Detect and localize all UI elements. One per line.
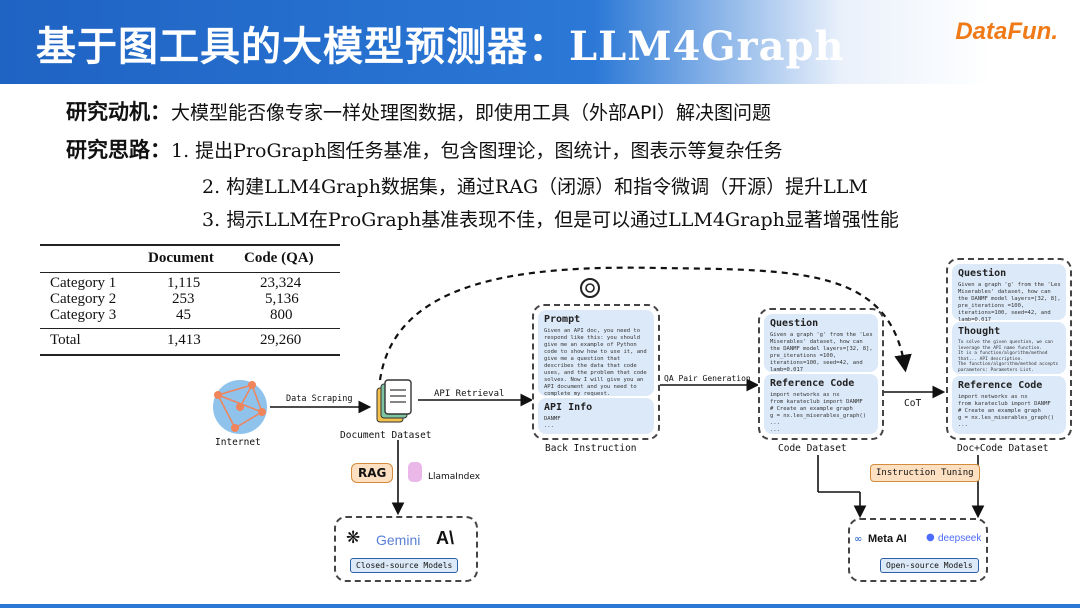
anthropic-logo: A\	[436, 528, 454, 548]
api-info-title: API Info	[544, 402, 593, 413]
closed-models-box: ❋ Gemini A\ Closed-source Models	[334, 516, 478, 582]
back-instruction-box: Prompt Given an API doc, you need to res…	[532, 304, 660, 440]
openai-icon	[580, 278, 600, 298]
data-scraping-label: Data Scraping	[286, 394, 353, 404]
deepseek-logo: deepseek	[938, 533, 982, 544]
llamaindex-label: LlamaIndex	[428, 472, 481, 482]
internet-label: Internet	[215, 437, 261, 448]
internet-globe-icon	[213, 380, 267, 434]
approach-row: 研究思路：1. 提出ProGraph图任务基准，包含图理论，图统计，图表示等复杂…	[66, 134, 782, 164]
footer-rule	[0, 604, 1080, 608]
table-cell: Category 3	[50, 307, 117, 323]
table-cell: Total	[50, 332, 81, 348]
prompt-body: Given an API doc, you need to respond li…	[544, 328, 650, 397]
back-instruction-label: Back Instruction	[545, 443, 637, 454]
q2-card: Question Given a graph 'g' from the 'Les…	[952, 264, 1066, 323]
thought-card: Thought To solve the given question, we …	[952, 322, 1066, 384]
prompt-title: Prompt	[544, 314, 581, 325]
question-card: Question Given a graph 'g' from the 'Les…	[764, 314, 878, 373]
open-models-box: ∞ Meta AI ● deepseek Open-source Models	[848, 518, 988, 582]
table-cell: 1,413	[167, 332, 201, 348]
meta-icon: ∞	[854, 534, 863, 545]
motivation-label: 研究动机：	[66, 100, 171, 124]
q2-body: Given a graph 'g' from the 'Les Miserabl…	[958, 282, 1064, 323]
code-dataset-label: Code Dataset	[778, 443, 847, 454]
reference-code-title: Reference Code	[770, 378, 855, 389]
thought-title: Thought	[958, 326, 1001, 337]
motivation-row: 研究动机：大模型能否像专家一样处理图数据，即使用工具（外部API）解决图问题	[66, 96, 771, 126]
rag-tag: RAG	[351, 463, 394, 483]
deepseek-whale-icon: ●	[926, 532, 935, 543]
rc2-card: Reference Code import networkx as nx fro…	[952, 376, 1066, 434]
table-cell: 1,115	[167, 275, 201, 291]
motivation-text: 大模型能否像专家一样处理图数据，即使用工具（外部API）解决图问题	[171, 102, 772, 124]
header-banner: 基于图工具的大模型预测器：LLM4Graph DataFun.	[0, 0, 1080, 84]
document-stack-icon	[376, 379, 412, 423]
prompt-card: Prompt Given an API doc, you need to res…	[538, 310, 654, 397]
logo-text: DataFun.	[955, 18, 1058, 45]
question-body: Given a graph 'g' from the 'Les Miserabl…	[770, 332, 876, 373]
table-cell: 253	[172, 291, 195, 307]
api-info-card: API Info DANMF ...	[538, 398, 654, 434]
table-cell: Category 2	[50, 291, 117, 307]
datafun-logo: DataFun.	[955, 18, 1058, 46]
rc2-title: Reference Code	[958, 380, 1043, 391]
doc-code-dataset-box: Question Given a graph 'g' from the 'Les…	[946, 258, 1072, 440]
meta-ai-logo: Meta AI	[868, 533, 907, 545]
open-models-label: Open-source Models	[880, 558, 979, 573]
approach-item-2: 2. 构建LLM4Graph数据集，通过RAG（闭源）和指令微调（开源）提升LL…	[202, 176, 868, 198]
table-cell: 29,260	[260, 332, 302, 348]
api-info-body: DANMF ...	[544, 416, 561, 429]
doc-code-dataset-label: Doc+Code Dataset	[957, 443, 1049, 454]
table-cell: 23,324	[260, 275, 302, 291]
reference-code-body: import networkx as nx from karateclub im…	[770, 392, 867, 433]
approach-item-1: 1. 提出ProGraph图任务基准，包含图理论，图统计，图表示等复杂任务	[171, 140, 783, 162]
q2-title: Question	[958, 268, 1007, 279]
gemini-logo: Gemini	[376, 532, 421, 548]
qa-pair-label: QA Pair Generation	[664, 374, 751, 383]
api-retrieval-label: API Retrieval	[434, 389, 505, 399]
closed-models-label: Closed-source Models	[350, 558, 459, 573]
table-cell: 5,136	[265, 291, 299, 307]
reference-code-card: Reference Code import networkx as nx fro…	[764, 374, 878, 434]
question-title: Question	[770, 318, 819, 329]
approach-label: 研究思路：	[66, 138, 171, 162]
table-cell: 45	[176, 307, 191, 323]
code-dataset-box: Question Given a graph 'g' from the 'Les…	[758, 308, 884, 440]
rc2-body: import networkx as nx from karateclub im…	[958, 394, 1055, 428]
table-cell: Category 1	[50, 275, 117, 291]
cot-label: CoT	[904, 398, 922, 409]
openai-icon: ❋	[346, 528, 361, 548]
document-dataset-label: Document Dataset	[340, 430, 432, 441]
approach-item-3: 3. 揭示LLM在ProGraph基准表现不佳，但是可以通过LLM4Graph显…	[202, 209, 899, 231]
table-header-document: Document	[148, 250, 214, 266]
table-cell: 800	[270, 307, 293, 323]
llama-icon	[408, 462, 422, 482]
table-header-code: Code (QA)	[244, 250, 314, 266]
instruction-tuning-tag: Instruction Tuning	[870, 464, 980, 482]
page-title: 基于图工具的大模型预测器：LLM4Graph	[36, 23, 845, 70]
